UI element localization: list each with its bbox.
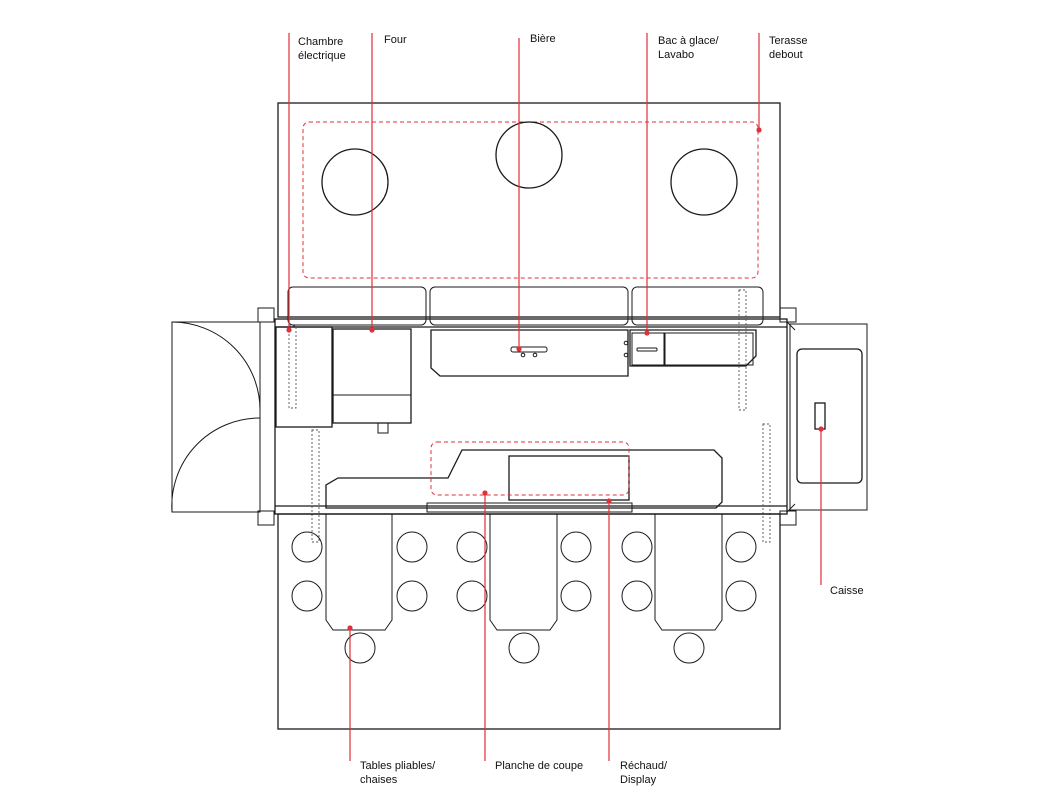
chair <box>456 531 488 563</box>
chair <box>560 531 592 563</box>
shutter-panel-center <box>429 286 629 326</box>
chair <box>673 632 705 664</box>
door-leaf-top <box>171 321 261 411</box>
chair <box>291 531 323 563</box>
label-caisse: Caisse <box>830 585 864 597</box>
cash-register <box>814 402 826 430</box>
shutter-panel-left <box>287 286 427 326</box>
oven <box>332 328 412 424</box>
container-shell <box>274 318 788 515</box>
chair <box>456 580 488 612</box>
label-terasse-debout: Terasse debout <box>769 35 808 61</box>
label-planche-coupe: Planche de coupe <box>495 760 584 772</box>
chair <box>344 632 376 664</box>
ice-bin-sink-counter <box>629 329 757 367</box>
door-frame <box>171 321 261 513</box>
folding-table-2 <box>489 513 558 631</box>
label-tables-chaises: Tables pliables/ chaises <box>360 760 436 786</box>
chair <box>396 580 428 612</box>
standing-terrace-zone <box>302 121 759 279</box>
folding-table-3 <box>654 513 723 631</box>
cashier-counter <box>796 348 863 484</box>
electrical-room <box>275 326 333 428</box>
label-biere: Bière <box>530 33 556 45</box>
chair <box>508 632 540 664</box>
chair <box>725 531 757 563</box>
cashier-booth <box>789 323 868 511</box>
warmer-display <box>508 455 630 501</box>
front-counter <box>325 449 723 509</box>
door-leaf-bottom <box>171 417 261 513</box>
chair <box>621 580 653 612</box>
standing-table-center <box>495 121 563 189</box>
seating-deck <box>277 513 781 730</box>
label-bac-lavabo: Bac à glace/ Lavabo <box>658 35 719 61</box>
label-chambre-electrique: Chambre électrique <box>298 36 346 62</box>
chair <box>725 580 757 612</box>
standing-table-left <box>321 148 389 216</box>
folding-table-1 <box>325 513 393 631</box>
cutting-board-zone <box>430 441 630 496</box>
chair <box>560 580 592 612</box>
beer-tap <box>510 346 548 353</box>
chair <box>396 531 428 563</box>
beer-counter <box>430 329 629 377</box>
terrace-deck <box>277 102 781 318</box>
label-four: Four <box>384 34 407 46</box>
shutter-panel-right <box>631 286 764 326</box>
chair <box>621 531 653 563</box>
standing-table-right <box>670 148 738 216</box>
label-rechaud-display: Réchaud/ Display <box>620 760 668 786</box>
chair <box>291 580 323 612</box>
